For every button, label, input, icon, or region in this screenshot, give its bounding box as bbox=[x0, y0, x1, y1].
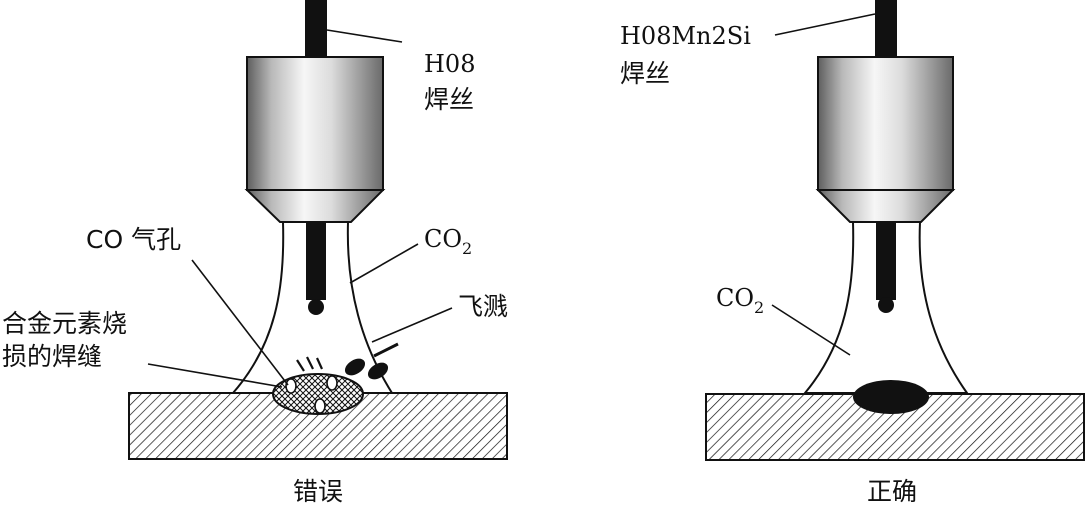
right-nozzle-taper bbox=[815, 189, 956, 223]
right-assembly: H08Mn2Si 焊丝 CO2 正确 bbox=[620, 0, 1085, 506]
left-wire-label-1: H08 bbox=[424, 50, 475, 78]
left-co2-sub: 2 bbox=[462, 239, 472, 258]
right-wire-top bbox=[875, 0, 897, 60]
left-co-pore-label: CO 气孔 bbox=[86, 225, 181, 254]
right-co2-main: CO bbox=[716, 284, 754, 312]
right-caption: 正确 bbox=[867, 477, 917, 506]
left-wire-top bbox=[305, 0, 327, 60]
left-caption: 错误 bbox=[293, 477, 343, 506]
right-weld-bead bbox=[853, 380, 929, 414]
left-spatter-2 bbox=[367, 362, 389, 380]
right-wire-label-1: H08Mn2Si bbox=[620, 22, 751, 50]
left-wire-leader bbox=[326, 29, 403, 43]
left-alloy-label-line2: 损的焊缝 bbox=[2, 342, 102, 371]
left-pore-leader bbox=[191, 259, 289, 386]
left-spatter-1 bbox=[344, 358, 366, 376]
left-wire-label-2: 焊丝 bbox=[424, 85, 474, 114]
right-wire-electrode bbox=[876, 222, 896, 300]
right-nozzle-body bbox=[817, 56, 954, 191]
left-wire-droplet bbox=[308, 299, 324, 315]
right-co2-label: CO2 bbox=[716, 284, 764, 317]
right-co2-sub: 2 bbox=[754, 298, 764, 317]
left-co2-label: CO2 bbox=[424, 225, 472, 258]
left-spatter-streak bbox=[373, 342, 399, 358]
right-wire-leader bbox=[774, 13, 876, 36]
left-co2-main: CO bbox=[424, 225, 462, 253]
left-co-pore-1 bbox=[285, 378, 297, 394]
left-co2-leader bbox=[349, 243, 419, 284]
right-wire-label-2: 焊丝 bbox=[620, 59, 670, 88]
left-wire-electrode bbox=[306, 222, 326, 300]
left-alloy-leader bbox=[147, 363, 283, 388]
left-alloy-label-line1: 合金元素烧 bbox=[2, 309, 127, 338]
right-co2-leader bbox=[771, 304, 851, 356]
left-nozzle-body bbox=[246, 56, 384, 191]
left-spatter-leader bbox=[371, 307, 453, 343]
left-spatter-label: 飞溅 bbox=[458, 292, 508, 321]
left-gas-escape-marks bbox=[296, 356, 324, 372]
left-co-pore-3 bbox=[314, 398, 326, 414]
left-nozzle-taper bbox=[244, 189, 386, 223]
right-wire-droplet bbox=[878, 297, 894, 313]
left-assembly: H08 焊丝 CO 气孔 CO2 飞溅 合金元素烧 损的焊缝 错误 bbox=[2, 0, 508, 506]
left-co-pore-2 bbox=[326, 375, 338, 391]
